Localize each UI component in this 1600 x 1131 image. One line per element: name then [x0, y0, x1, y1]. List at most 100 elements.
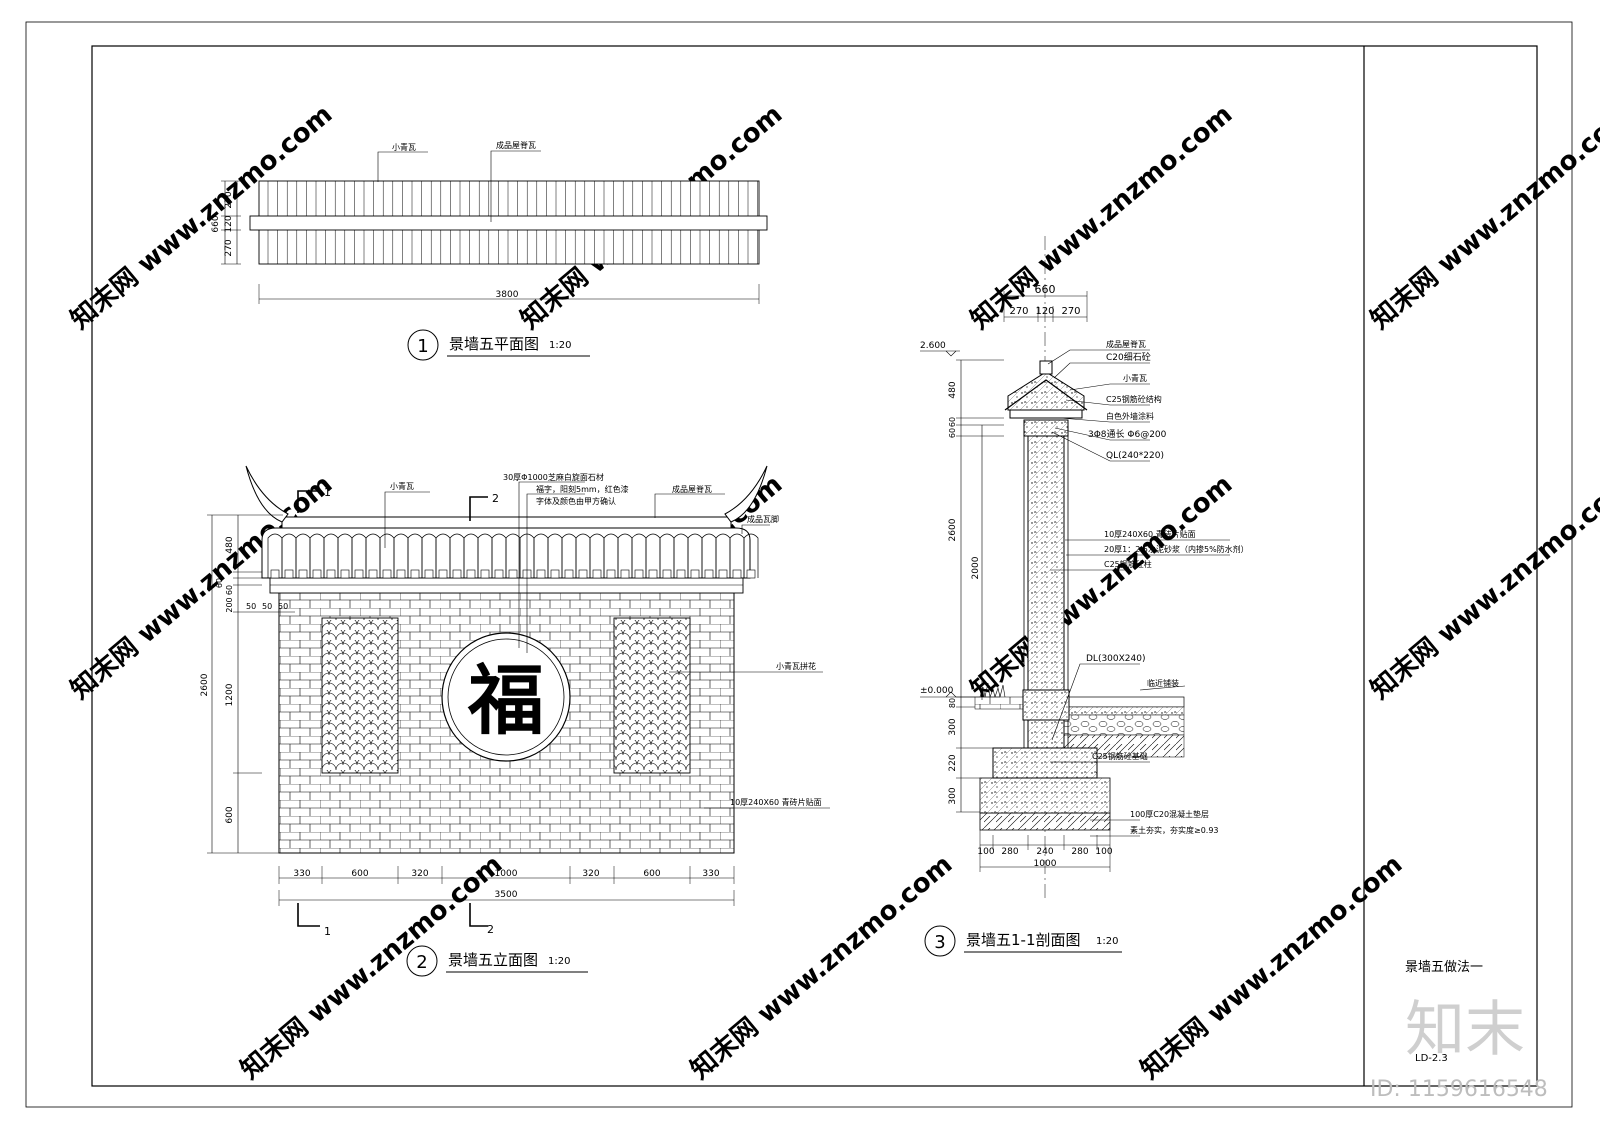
section-dim-left-2: 60	[948, 417, 957, 427]
elev-cut-1-bottom: 1	[324, 925, 331, 938]
plan-label-tile: 小青瓦	[392, 142, 416, 152]
elev-cut-2-bottom: 2	[487, 923, 494, 936]
elev-dim-left-4: 200	[225, 597, 234, 612]
section-label-4: C25钢筋砼结构	[1106, 394, 1162, 404]
section-label-9: 20厚1：2.5水泥砂浆（内掺5%防水剂）	[1104, 544, 1249, 554]
ring-beam	[1023, 419, 1069, 437]
cushion-layer	[979, 777, 1111, 814]
elev-dim-bottom-6: 600	[643, 869, 660, 879]
section-dim-left-4: 2600	[948, 518, 958, 541]
section-dim-left-6: 300	[948, 718, 958, 735]
ground-beam	[1022, 689, 1070, 721]
section-label-5: 白色外墙涂料	[1106, 411, 1154, 421]
section-dim-bottom-5: 100	[1095, 847, 1112, 857]
elev-label-brick: 10厚240X60 青砖片贴面	[730, 797, 822, 807]
elev-dim-total-w: 3500	[495, 890, 518, 900]
stone-disc	[441, 632, 571, 762]
elev-label-tile: 小青瓦	[390, 481, 414, 491]
planting-edge	[974, 696, 1031, 710]
elev-dim-bottom-1: 330	[293, 869, 310, 879]
section-dim-bottom-4: 280	[1071, 847, 1088, 857]
watermark-text: 知末网 www.znzmo.com	[965, 469, 1238, 705]
section-label-12: 临近铺装	[1147, 678, 1179, 688]
section-dim-inner: 2000	[971, 556, 981, 579]
elev-number: 2	[416, 952, 427, 973]
plan-dim-total-w: 3800	[496, 290, 519, 300]
elev-label-stone-2: 福字，阳刻5mm，红色漆	[536, 484, 629, 494]
section-label-8: 10厚240X60 青砖片贴面	[1104, 529, 1196, 539]
elev-dim-left-2: 60	[215, 578, 224, 588]
plan-dim-h-1: 270	[224, 191, 234, 208]
footing	[992, 747, 1098, 779]
section-label-11: DL(300X240)	[1086, 654, 1146, 664]
elev-dim-bottom-4: 1000	[495, 869, 518, 879]
section-dim-bottom-3: 240	[1036, 847, 1053, 857]
elev-dim-left-6: 600	[225, 806, 235, 823]
section-label-3: 小青瓦	[1123, 373, 1147, 383]
elev-dim-small-1: 50	[246, 602, 256, 611]
plan-number: 1	[417, 336, 428, 357]
section-label-1: 成品屋脊瓦	[1106, 339, 1146, 349]
section-top-part-2: 120	[1035, 306, 1054, 317]
elev-label-stone-3: 字体及颜色由甲方确认	[536, 496, 616, 506]
elev-cut-2-top: 2	[492, 492, 499, 505]
tile-panel-left	[321, 617, 399, 774]
plan-label-ridge: 成品屋脊瓦	[496, 140, 536, 150]
elev-label-tile-pattern: 小青瓦拼花	[776, 661, 816, 671]
section-dim-bottom-total: 1000	[1034, 859, 1057, 869]
elev-cut-1-top: 1	[324, 486, 331, 499]
plan-dim-h-2: 120	[224, 215, 234, 232]
roof-ridge	[281, 516, 732, 529]
section-level-ground: ±0.000	[920, 686, 954, 696]
section-view: 660 270 120 270 2.600 ±0.000 480 60 60 2…	[920, 236, 1249, 957]
subgrade	[979, 812, 1111, 831]
section-dim-left-7: 220	[948, 754, 958, 771]
watermark-text: 知末网 www.znzmo.com	[965, 99, 1238, 335]
roof-tiles	[267, 533, 759, 579]
elev-dim-bottom-3: 320	[411, 869, 428, 879]
elev-label-ridge: 成品屋脊瓦	[672, 484, 712, 494]
paving-layer	[1053, 696, 1185, 708]
drawing-number: LD-2.3	[1415, 1053, 1448, 1064]
ridge-end-left	[245, 465, 289, 523]
tile-panel-right	[613, 617, 691, 774]
plan-view: 270 120 270 660 3800 小青瓦 成品屋脊瓦 1 景墙五平面图 …	[211, 140, 768, 361]
section-top-dim: 660	[1035, 283, 1056, 296]
elev-dim-bottom-2: 600	[351, 869, 368, 879]
plan-ridge	[249, 215, 768, 231]
elev-scale: 1:20	[548, 956, 570, 967]
section-label-10: C25钢筋砼柱	[1104, 559, 1152, 569]
inner-border	[91, 45, 1538, 1087]
elev-dim-left-3: 60	[225, 585, 234, 595]
section-scale: 1:20	[1096, 936, 1118, 947]
section-dim-left-8: 300	[948, 787, 958, 804]
elev-dim-left-5: 1200	[225, 683, 235, 706]
watermark-text: 知末网 www.znzmo.com	[1135, 849, 1408, 1085]
elev-dim-bottom-7: 330	[702, 869, 719, 879]
plan-scale: 1:20	[549, 340, 571, 351]
section-label-7: QL(240*220)	[1106, 451, 1164, 461]
section-label-13: C25钢筋砼基础	[1092, 751, 1148, 761]
watermark-logo: 知末	[1405, 995, 1525, 1065]
elev-dim-bottom-5: 320	[582, 869, 599, 879]
elev-dim-small-3: 50	[278, 602, 288, 611]
section-top-part-3: 270	[1061, 306, 1080, 317]
plan-dim-total-h: 660	[211, 215, 221, 232]
watermark-text: 知末网 www.znzmo.com	[1365, 469, 1600, 705]
section-dim-bottom-1: 100	[977, 847, 994, 857]
section-title: 景墙五1-1剖面图	[966, 931, 1081, 949]
section-label-2: C20细石砼	[1106, 351, 1151, 363]
watermark-text: 知末网 www.znzmo.com	[1365, 99, 1600, 335]
section-label-6: 3Φ8通长 Φ6@200	[1088, 428, 1167, 440]
elev-dim-left-1: 480	[225, 536, 235, 553]
section-top-part-1: 270	[1009, 306, 1028, 317]
fu-character: 福	[467, 656, 544, 745]
section-dim-left-3: 60	[948, 428, 957, 438]
elev-title: 景墙五立面图	[448, 951, 538, 969]
elev-dim-total-h: 2600	[200, 673, 210, 696]
ridge-tile	[1039, 360, 1053, 375]
plan-title: 景墙五平面图	[449, 335, 539, 353]
section-dim-left-5: 80	[948, 698, 957, 708]
section-label-15: 素土夯实，夯实度≥0.93	[1130, 825, 1219, 835]
